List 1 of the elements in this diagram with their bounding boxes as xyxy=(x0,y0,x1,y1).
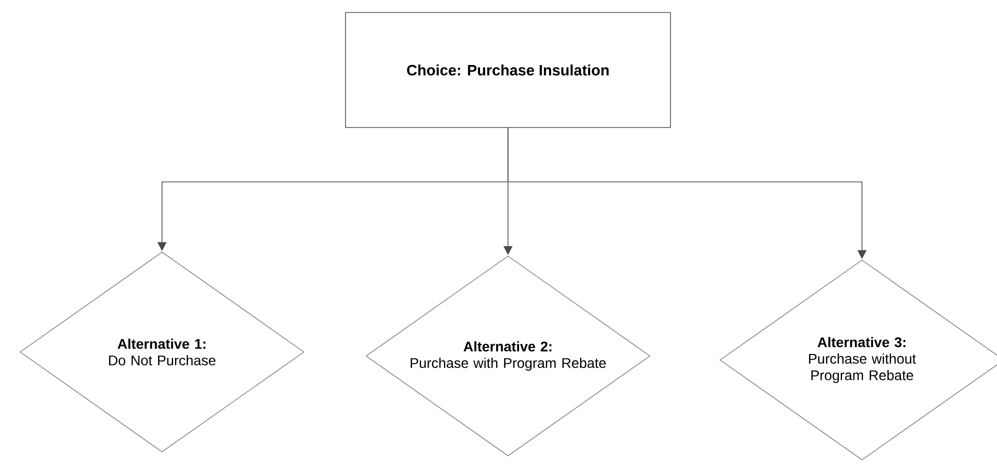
process-box: Choice: Purchase Insulation xyxy=(345,12,671,128)
